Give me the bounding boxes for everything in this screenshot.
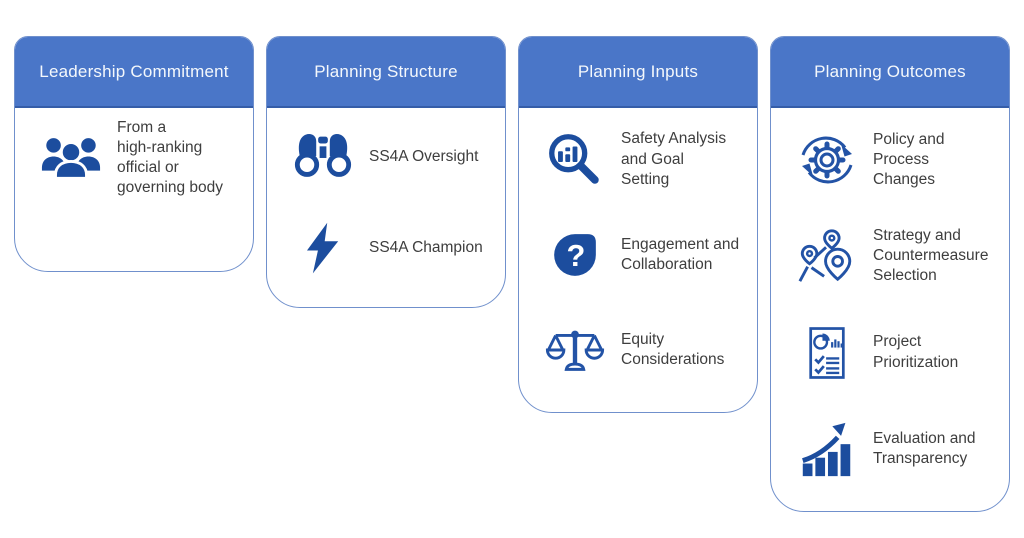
card-header: Planning Inputs (519, 37, 757, 108)
card-body: Safety Analysis and Goal Setting? Engagem… (519, 108, 757, 412)
card-title: Planning Structure (314, 61, 458, 81)
card-title: Leadership Commitment (39, 61, 229, 81)
card-item-row: Project Prioritization (785, 305, 1003, 401)
card-planning-inputs: Planning Inputs Safety Analysis and Goal… (518, 36, 758, 413)
item-label: From a high-ranking official or governin… (117, 118, 223, 197)
document-checklist-icon (785, 324, 869, 382)
item-label: Strategy and Countermeasure Selection (873, 227, 989, 285)
balance-scales-icon (533, 319, 617, 381)
card-item-row: Strategy and Countermeasure Selection (785, 208, 1003, 304)
card-body: From a high-ranking official or governin… (15, 108, 253, 271)
card-item-row: SS4A Oversight (281, 112, 499, 203)
card-item-row: Policy and Process Changes (785, 112, 1003, 208)
people-group-icon (29, 127, 113, 189)
item-label: Engagement and Collaboration (621, 235, 740, 273)
card-item-row: SS4A Champion (281, 203, 499, 294)
item-label: Project Prioritization (873, 333, 959, 371)
item-label: Safety Analysis and Goal Setting (621, 130, 727, 188)
binoculars-icon (281, 126, 365, 188)
svg-text:?: ? (567, 238, 586, 273)
card-title: Planning Outcomes (814, 61, 966, 81)
rising-bar-chart-icon (785, 418, 869, 480)
card-header: Leadership Commitment (15, 37, 253, 108)
card-item-row: Evaluation and Transparency (785, 401, 1003, 497)
gear-cycle-icon (785, 128, 869, 192)
lightning-bolt-icon (281, 221, 365, 275)
item-label: SS4A Champion (369, 238, 483, 256)
magnifier-chart-icon (533, 129, 617, 191)
card-item-row: From a high-ranking official or governin… (29, 112, 247, 204)
card-item-row: Equity Considerations (533, 303, 751, 398)
card-header: Planning Outcomes (771, 37, 1009, 108)
map-pins-route-icon (785, 225, 869, 287)
card-item-row: Safety Analysis and Goal Setting (533, 112, 751, 207)
card-header: Planning Structure (267, 37, 505, 108)
card-title: Planning Inputs (577, 61, 699, 81)
card-leadership-commitment: Leadership Commitment From a high-rankin… (14, 36, 254, 272)
item-label: Equity Considerations (621, 331, 725, 369)
item-label: Policy and Process Changes (873, 130, 945, 189)
card-item-row: ? Engagement and Collaboration (533, 207, 751, 302)
question-mark-icon: ? (533, 226, 617, 284)
item-label: Evaluation and Transparency (873, 429, 976, 467)
card-planning-outcomes: Planning Outcomes Policy and Process Cha… (770, 36, 1010, 512)
item-label: SS4A Oversight (369, 148, 479, 166)
